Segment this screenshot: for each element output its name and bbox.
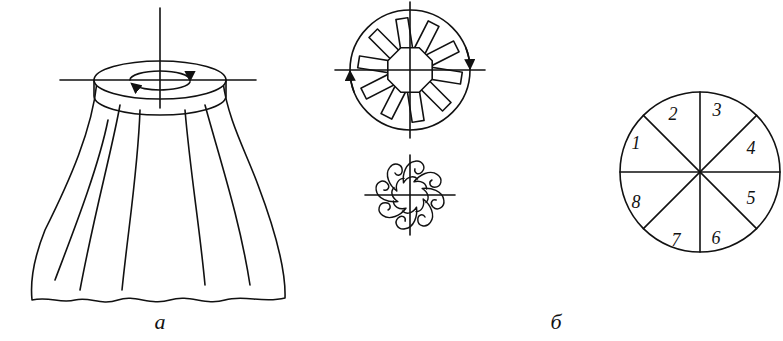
- sector-number: 6: [712, 229, 721, 247]
- swirl-hook: [379, 201, 406, 218]
- sector-number: 8: [632, 193, 641, 211]
- figure-letter: б: [550, 311, 561, 333]
- swirl-hook: [387, 164, 404, 191]
- rotation-pattern: [335, 2, 485, 138]
- sector-number: 3: [713, 101, 722, 119]
- sector-number: 4: [747, 139, 756, 157]
- rotating-disc: [60, 8, 256, 115]
- swirl-hook: [414, 172, 441, 189]
- sector-circle: [620, 92, 780, 252]
- sector-number: 2: [669, 105, 678, 123]
- sector-number: 1: [632, 134, 641, 152]
- swirl-hook: [397, 157, 428, 188]
- sector-number: 5: [747, 189, 756, 207]
- figure-letter: а: [155, 311, 166, 333]
- swirl-hook: [416, 199, 433, 226]
- sector-number: 7: [672, 231, 681, 249]
- swirl-ornament: [365, 155, 455, 235]
